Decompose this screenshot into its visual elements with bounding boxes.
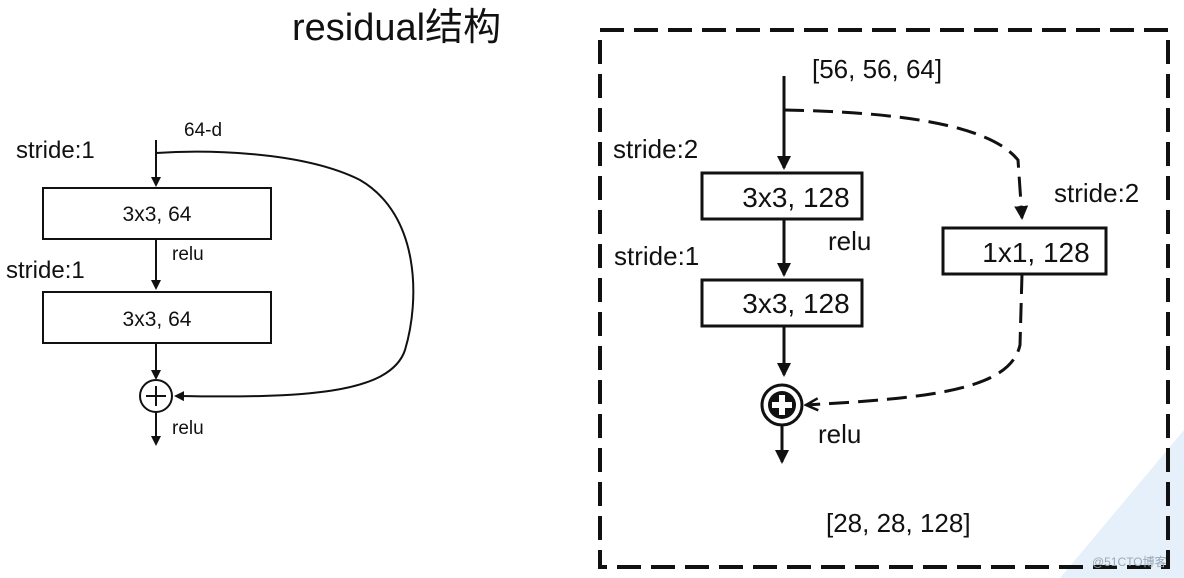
- right-output-shape: [28, 28, 128]: [826, 508, 971, 538]
- page-title: residual结构: [292, 7, 501, 49]
- right-shortcut-connection: [783, 108, 1029, 220]
- right-shortcut-conv-label: 1x1, 128: [982, 237, 1089, 268]
- left-conv1-box: [42, 187, 272, 240]
- left-conv2-box: [42, 291, 272, 344]
- left-relu-out-label: relu: [172, 418, 204, 439]
- background-decoration: [1060, 430, 1184, 578]
- right-shortcut-return: [806, 273, 1024, 405]
- right-shortcut-conv-box: [941, 226, 1108, 276]
- left-dim-label: 64-d: [184, 120, 222, 141]
- left-residual-block: stride:1 64-d 3x3, 64 relu stride:1 3x3,…: [6, 120, 415, 446]
- right-add-plus-v: [779, 395, 785, 415]
- right-conv1-box: [700, 171, 864, 221]
- right-dashed-frame: [598, 28, 1170, 569]
- right-stride-mid-label: stride:1: [614, 241, 699, 271]
- right-relu-mid-label: relu: [828, 226, 871, 256]
- left-shortcut-connection: [155, 150, 415, 402]
- left-stride-mid-label: stride:1: [6, 257, 85, 284]
- left-stride-top-label: stride:1: [16, 137, 95, 164]
- right-conv1-label: 3x3, 128: [742, 182, 849, 213]
- watermark-text: @51CTO博客: [1092, 554, 1167, 569]
- right-stride-main-label: stride:2: [613, 134, 698, 164]
- left-conv1-label: 3x3, 64: [123, 203, 192, 226]
- left-conv2-label: 3x3, 64: [123, 308, 192, 331]
- right-conv2-box: [700, 278, 864, 328]
- right-residual-block: [56, 56, 64] stride:2 3x3, 128 relu stri…: [598, 28, 1170, 569]
- left-relu-mid-label: relu: [172, 244, 204, 265]
- right-input-shape: [56, 56, 64]: [812, 54, 942, 84]
- right-conv2-label: 3x3, 128: [742, 288, 849, 319]
- right-shortcut-stride-label: stride:2: [1054, 178, 1139, 208]
- right-relu-out-label: relu: [818, 419, 861, 449]
